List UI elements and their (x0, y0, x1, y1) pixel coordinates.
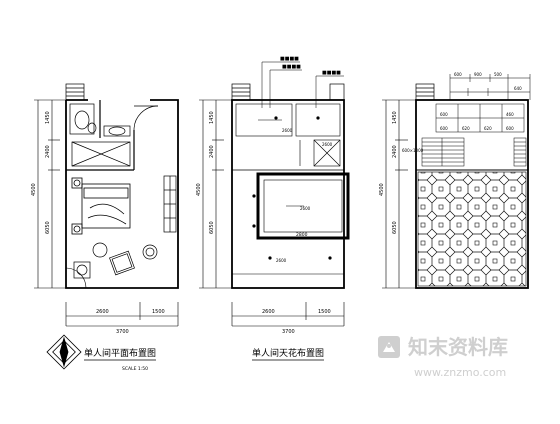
plan1-dim-left-2: 2400 (45, 145, 51, 158)
plan2-walls (231, 99, 345, 289)
plan2-callout-1: ■■■■ (280, 56, 299, 62)
plan3-tile-dim-2: 620 (462, 126, 470, 131)
plan1-dim-bottom-1: 2600 (96, 309, 109, 315)
plan2-dim-bottom-1: 2600 (262, 309, 275, 315)
plan1-door-swing (65, 267, 87, 289)
plan1-dim-total: 3700 (116, 329, 129, 335)
plan2-light-fixtures (252, 116, 332, 260)
watermark-site-url: www.znzmo.com (414, 366, 506, 379)
plan2-dim-left-4: 4500 (196, 183, 202, 196)
watermark-site-name: 知末资料库 (408, 335, 508, 359)
plan3-shower-hatch (421, 137, 465, 167)
plan1-entrance (65, 83, 85, 101)
plan3-side-label: 600×1000 (402, 148, 424, 153)
plan2-title: 单人间天花布置图 (252, 347, 324, 359)
plan3-top-dim-2: 900 (474, 72, 482, 77)
plan1-dim-left-3: 6050 (45, 221, 51, 234)
plan3-tile-dim-1: 600 (440, 126, 448, 131)
plan3-tile-dim-3: 620 (484, 126, 492, 131)
plan1-title: 单人间平面布置图 (84, 347, 156, 359)
plan1-dim-left-1: 1450 (45, 111, 51, 124)
plan2-dim-bottom-2: 1500 (318, 309, 331, 315)
plan3-tile-dim-4: 600 (506, 126, 514, 131)
plan2-dim-left-2: 2400 (209, 145, 215, 158)
plan2-callout-2: ■■■■ (282, 64, 301, 70)
plan2-mark-1: 2600 (300, 206, 311, 211)
plan1-bathroom (69, 103, 159, 137)
plan3-top-dimensions (449, 74, 531, 100)
plan2-dim-left-1: 1450 (209, 111, 215, 124)
plan3-carpet-pattern (417, 171, 527, 287)
plan2-mark-3: 2600 (322, 142, 333, 147)
watermark: 知末资料库 www.znzmo.com (378, 335, 508, 379)
plan1-scale: SCALE 1:50 (122, 366, 148, 372)
plan3-dim-left-2: 2400 (392, 145, 398, 158)
plan2-mark-4: 2600 (276, 258, 287, 263)
plan1-shower (71, 141, 131, 167)
plan3-tile-dim-5: 600 (440, 112, 448, 117)
plan3-walls (415, 99, 529, 289)
plan2-bath-ceiling (235, 103, 341, 167)
plan-floor-layout: 1450 2400 6050 4500 (31, 83, 179, 372)
plan3-dim-left-3: 6050 (392, 221, 398, 234)
plan2-ceiling-dim: 2800 (296, 232, 308, 238)
plan3-top-dim-1: 600 (454, 72, 462, 77)
plan1-wardrobe (163, 175, 177, 233)
plan3-bath-tiles (435, 103, 525, 133)
plan-floor-finish: 1450 2400 6050 4500 600 900 500 640 (379, 72, 531, 289)
plan3-left-dimensions (382, 99, 416, 289)
plan1-left-dimensions (34, 99, 66, 289)
plan1-dim-bottom-2: 1500 (152, 309, 165, 315)
plan2-left-dimensions (199, 99, 232, 289)
plan3-entrance (415, 83, 435, 101)
plan1-lounge (73, 242, 158, 279)
plan3-wardrobe-stripes (513, 137, 527, 167)
plan2-dim-left-3: 6050 (209, 221, 215, 234)
plan2-entrance (231, 83, 345, 101)
plan3-top-dim-3: 500 (494, 72, 502, 77)
plan2-callout-3: ■■■■ (322, 70, 341, 76)
plan2-mark-2: 2600 (282, 128, 293, 133)
plan1-bottom-dimensions (65, 302, 179, 327)
plan2-bottom-dimensions (231, 302, 345, 327)
plan-ceiling: 1450 2400 6050 4500 (196, 56, 350, 361)
plan1-walls (65, 99, 179, 289)
plan3-dim-left-1: 1450 (392, 111, 398, 124)
plan2-ceiling-recess (256, 172, 350, 240)
plan1-bed (71, 177, 131, 235)
compass-symbol (46, 334, 82, 370)
plan1-dim-left-4: 4500 (31, 183, 37, 196)
plan2-dim-total: 3700 (282, 329, 295, 335)
watermark-logo-icon (378, 336, 400, 358)
plan3-tile-dim-6: 460 (506, 112, 514, 117)
plan3-dim-left-4: 4500 (379, 183, 385, 196)
plan2-callout-leaders (261, 61, 344, 108)
plan3-top-dim-4: 640 (514, 86, 522, 91)
